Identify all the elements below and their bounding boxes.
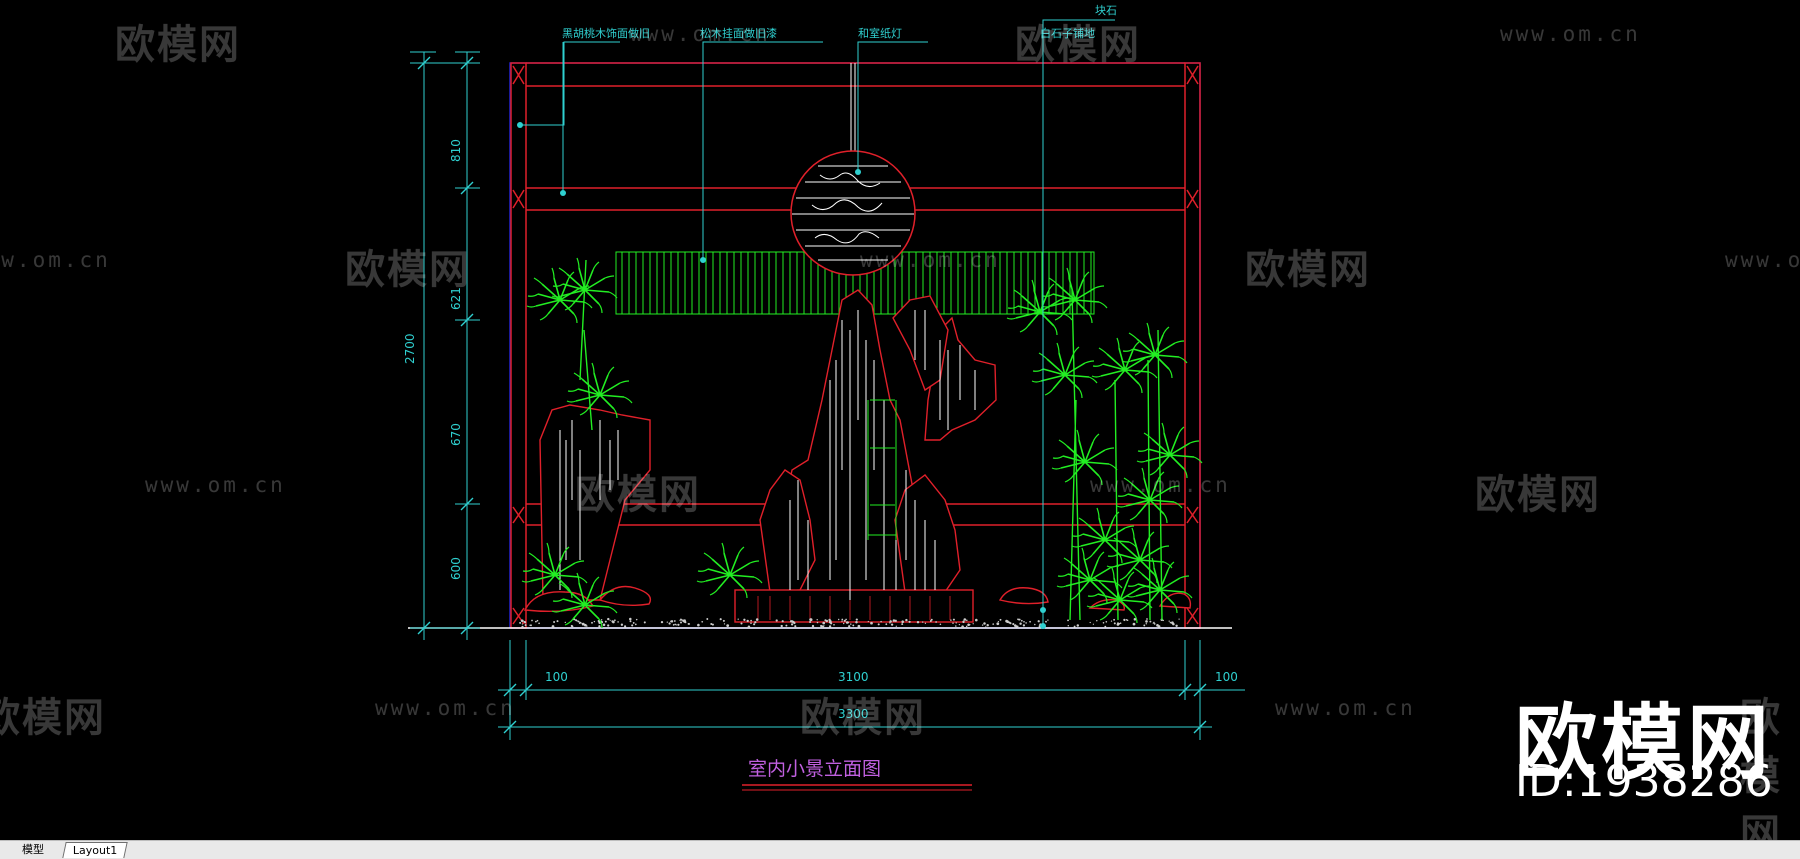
watermark-logo: 欧模网 <box>800 695 926 741</box>
rock-texture <box>559 310 976 600</box>
dim-3100: 3100 <box>838 670 869 684</box>
paper-lamp <box>790 63 916 276</box>
elevation-drawing[interactable]: 黑胡桃木饰面做旧 松木挂面做旧漆 和室纸灯 块石 白石子铺地 810 621 6… <box>0 0 1800 840</box>
watermark-logo: 欧模网 <box>1475 472 1601 518</box>
callout-leaders <box>520 19 1115 626</box>
watermark-logo: 欧模网 <box>1245 247 1371 293</box>
dim-621: 621 <box>449 287 463 310</box>
watermark-logo: 欧模网 <box>0 695 106 741</box>
watermark-url: www.om.cn <box>630 22 771 46</box>
callout-block-stone: 块石 <box>1095 4 1117 17</box>
dim-600: 600 <box>449 557 463 580</box>
watermark-url: www.om.cn <box>375 696 516 720</box>
callout-pine-panel: 松木挂面做旧漆 <box>700 26 777 40</box>
watermark-url: www.om.cn <box>0 248 111 272</box>
rockery <box>523 289 1192 623</box>
watermark-logo: 欧模网 <box>1015 22 1141 68</box>
watermark-logo: 欧模网 <box>575 472 701 518</box>
dim-810: 810 <box>449 139 463 162</box>
model-id-label: ID:1938286 <box>1515 756 1773 807</box>
watermark-url: www.om.cn <box>145 473 286 497</box>
watermark-logo: 欧模网 <box>115 22 241 68</box>
bamboo-plants <box>521 257 1203 629</box>
dim-total-height: 2700 <box>403 333 417 364</box>
callout-walnut-veneer: 黑胡桃木饰面做旧 <box>562 26 650 40</box>
watermark-url: www.om.cn <box>1500 22 1641 46</box>
watermark-logo: 欧模网 <box>345 247 471 293</box>
watermark-logo: 欧模网 <box>1740 695 1782 857</box>
callout-paper-lamp: 和室纸灯 <box>858 26 902 40</box>
tab-model[interactable]: 模型 <box>14 842 52 857</box>
callout-dots <box>517 122 1046 629</box>
dim-total-width: 3300 <box>838 707 869 721</box>
callout-white-pebble: 白石子铺地 <box>1040 26 1095 40</box>
dim-right-100: 100 <box>1215 670 1238 684</box>
horizontal-dimensions <box>498 640 1245 740</box>
watermark-url: www.om.cn <box>1090 473 1231 497</box>
watermark-url: www.om.cn <box>1275 696 1416 720</box>
gravel-ground <box>408 617 1232 629</box>
tab-layout1-label: Layout1 <box>72 844 118 857</box>
tab-layout1[interactable]: Layout1 <box>62 842 129 858</box>
drawing-title: 室内小景立面图 <box>748 758 881 780</box>
dim-left-100: 100 <box>545 670 568 684</box>
vertical-dimensions <box>410 51 480 640</box>
brand-logo-text: 欧模网 <box>1515 696 1774 791</box>
watermark-url: www.om.cn <box>860 248 1001 272</box>
watermark-url: www.om.cn <box>1725 248 1800 272</box>
layout-tab-bar: 模型 Layout1 <box>0 840 1800 859</box>
dim-670: 670 <box>449 423 463 446</box>
